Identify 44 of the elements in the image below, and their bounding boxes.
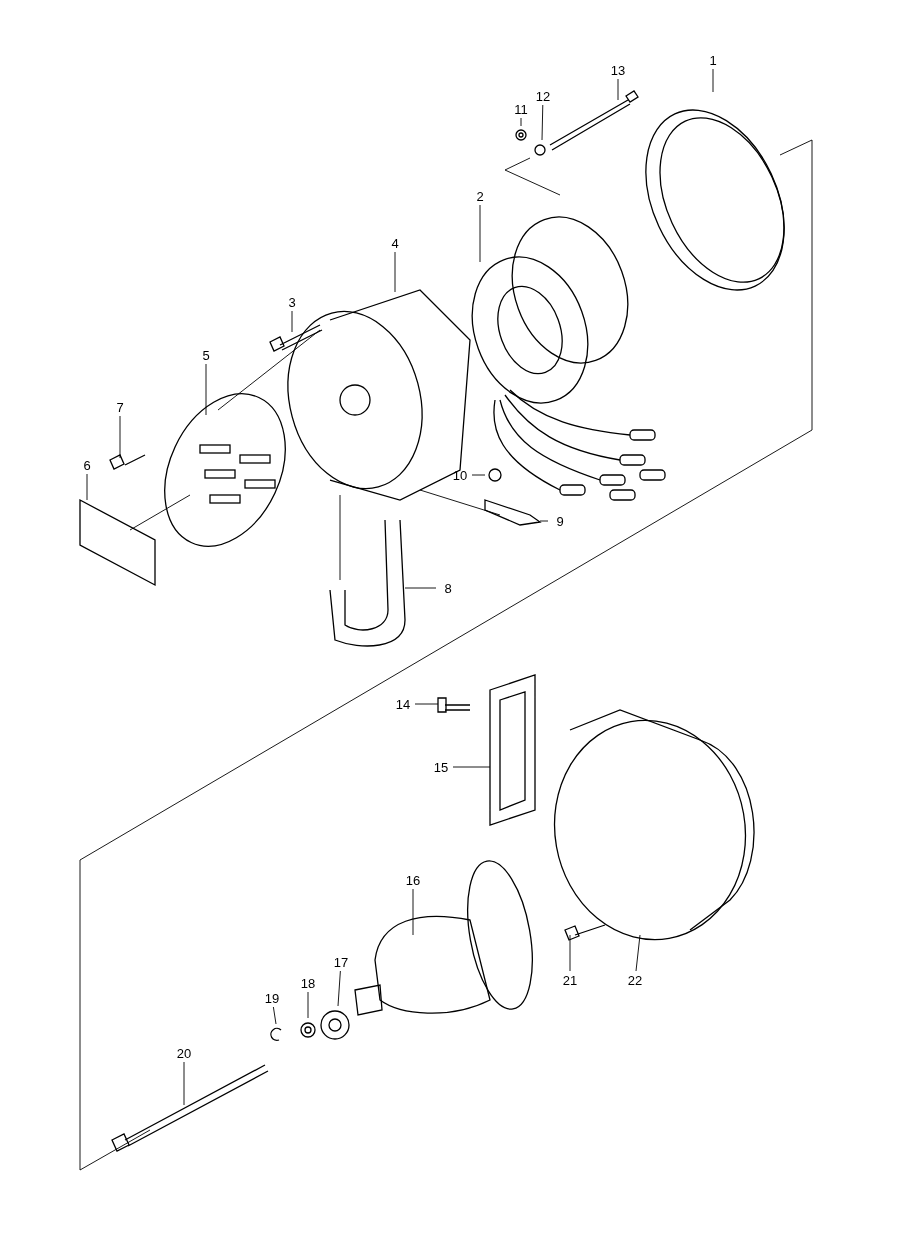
leader-line <box>452 766 491 768</box>
callout-number: 6 <box>82 457 92 473</box>
callout-number: 4 <box>390 235 400 251</box>
callout-number: 8 <box>443 580 453 596</box>
leader-line <box>337 970 341 1007</box>
callout-number: 14 <box>394 696 412 712</box>
callout-number: 9 <box>555 513 565 529</box>
leader-line <box>404 587 437 589</box>
leader-line <box>183 1061 185 1106</box>
callout-number: 19 <box>263 990 281 1006</box>
callout-number: 21 <box>561 972 579 988</box>
leader-line <box>291 310 293 333</box>
callout-number: 3 <box>287 294 297 310</box>
callout-number: 16 <box>404 872 422 888</box>
leader-line <box>539 520 549 522</box>
leader-line <box>520 117 522 127</box>
callout-number: 18 <box>299 975 317 991</box>
leader-line <box>86 473 88 501</box>
leader-line <box>394 251 396 293</box>
leader-line <box>569 934 571 972</box>
callout-number: 7 <box>115 399 125 415</box>
leader-line <box>307 991 309 1019</box>
leader-line <box>412 888 414 936</box>
callout-number: 5 <box>201 347 211 363</box>
leader-line <box>205 363 207 416</box>
leader-line <box>479 204 481 263</box>
callout-number: 12 <box>534 88 552 104</box>
leader-line <box>712 68 714 93</box>
leader-line <box>272 1006 277 1025</box>
callout-number: 20 <box>175 1045 193 1061</box>
callout-number: 15 <box>432 759 450 775</box>
callout-number: 11 <box>513 101 529 117</box>
leader-line <box>617 78 619 101</box>
callout-number: 2 <box>475 188 485 204</box>
callout-number: 22 <box>626 972 644 988</box>
leader-line <box>119 415 121 459</box>
leader-line <box>471 474 486 476</box>
leader-line <box>635 934 641 972</box>
callout-number: 17 <box>332 954 350 970</box>
callout-number: 1 <box>708 52 718 68</box>
callout-number: 13 <box>609 62 627 78</box>
leader-line <box>541 104 544 141</box>
leader-line <box>414 703 439 705</box>
callout-number: 10 <box>451 467 469 483</box>
